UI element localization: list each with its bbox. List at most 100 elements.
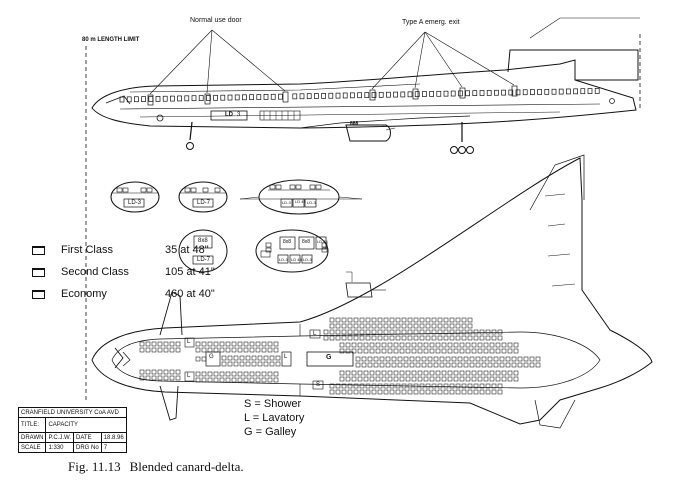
plan-economy-seat [353, 329, 359, 335]
plan-economy-seat [409, 362, 415, 368]
plan-second-seat [213, 341, 219, 347]
plan-economy-seat [497, 389, 503, 395]
side-seat-mark [184, 95, 190, 102]
plan-economy-seat [329, 329, 335, 335]
plan-economy-seat [387, 348, 393, 354]
plan-second-seat [267, 371, 273, 377]
side-seat-mark [299, 93, 305, 100]
plan-economy-seat [483, 370, 489, 376]
plan-economy-seat [449, 389, 455, 395]
plan-economy-seat [353, 335, 359, 341]
plan-second-seat [249, 371, 255, 377]
plan-first-seat [163, 369, 169, 375]
plan-economy-seat [411, 376, 417, 382]
plan-economy-seat [375, 376, 381, 382]
plan-economy-seat [387, 376, 393, 382]
plan-economy-seat [473, 383, 479, 389]
side-seat-mark [227, 94, 233, 101]
plan-second-seat [263, 355, 269, 361]
plan-economy-seat [341, 323, 347, 329]
side-seat-mark [306, 93, 312, 99]
plan-first-seat [151, 369, 157, 375]
plan-second-seat [261, 371, 267, 377]
plan-economy-seat [423, 348, 429, 354]
plan-economy-seat [431, 383, 437, 389]
plan-economy-seat [353, 389, 359, 395]
plan-economy-seat [465, 342, 471, 348]
plan-economy-seat [357, 348, 363, 354]
section-seat-mark [214, 187, 221, 193]
plan-second-seat [243, 347, 249, 353]
plan-second-seat [261, 341, 267, 347]
plan-first-seat [163, 347, 169, 353]
plan-economy-seat [523, 356, 529, 362]
plan-first-seat [145, 375, 151, 381]
plan-economy-seat [395, 383, 401, 389]
plan-economy-seat [443, 329, 449, 335]
key-shower: S = Shower [244, 398, 302, 410]
plan-economy-seat [461, 335, 467, 341]
plan-economy-seat [367, 356, 373, 362]
plan-economy-seat [335, 329, 341, 335]
plan-economy-seat [461, 317, 467, 323]
plan-economy-seat [393, 376, 399, 382]
plan-economy-seat [433, 356, 439, 362]
plan-economy-seat [413, 389, 419, 395]
plan-economy-seat [369, 342, 375, 348]
nacelle-label: 888 [350, 121, 359, 127]
plan-economy-seat [445, 362, 451, 368]
plan-economy-seat [341, 383, 347, 389]
side-seat-mark [350, 92, 355, 99]
side-seat-mark [234, 94, 240, 101]
plan-economy-seat [329, 335, 335, 341]
plan-economy-seat [431, 335, 437, 341]
plan-economy-seat [483, 348, 489, 354]
plan-second-seat [273, 371, 279, 377]
plan-economy-seat [323, 329, 329, 335]
plan-economy-seat [513, 376, 519, 382]
side-seat-mark [263, 94, 269, 100]
plan-economy-seat [359, 389, 365, 395]
scale-value: 1:330 [45, 442, 75, 453]
plan-economy-seat [431, 323, 437, 329]
plan-economy-seat [435, 370, 441, 376]
scale-label: SCALE [17, 442, 47, 453]
plan-economy-seat [397, 356, 403, 362]
plan-second-seat [201, 356, 207, 362]
plan-economy-seat [329, 383, 335, 389]
plan-second-seat [243, 377, 249, 383]
plan-economy-seat [443, 389, 449, 395]
plan-lav-a: L [187, 339, 191, 345]
side-seat-mark [220, 94, 226, 101]
plan-economy-seat [383, 323, 389, 329]
plan-economy-seat [507, 348, 513, 354]
side-seat-mark [177, 95, 182, 102]
seat-icon [32, 245, 45, 255]
plan-economy-seat [357, 342, 363, 348]
plan-second-seat [219, 377, 225, 383]
plan-second-seat [273, 377, 279, 383]
section-seat-mark [146, 187, 153, 193]
plan-economy-seat [461, 323, 467, 329]
plan-second-seat [267, 341, 273, 347]
figure-number: Fig. 11.13 [68, 459, 121, 474]
plan-economy-seat [473, 335, 479, 341]
plan-economy-seat [405, 348, 411, 354]
plan-second-seat [213, 371, 219, 377]
plan-economy-seat [467, 389, 473, 395]
section-seat-mark [321, 242, 328, 248]
plan-first-seat [139, 375, 145, 381]
plan-economy-seat [417, 342, 423, 348]
plan-economy-seat [441, 370, 447, 376]
plan-first-seat [163, 375, 169, 381]
plan-economy-seat [387, 370, 393, 376]
plan-economy-seat [371, 389, 377, 395]
plan-economy-seat [361, 362, 367, 368]
plan-economy-seat [405, 342, 411, 348]
plan-economy-seat [347, 317, 353, 323]
plan-economy-seat [459, 370, 465, 376]
plan-economy-seat [497, 329, 503, 335]
plan-economy-seat [397, 362, 403, 368]
plan-economy-seat [449, 329, 455, 335]
date-label: DATE [73, 432, 102, 443]
